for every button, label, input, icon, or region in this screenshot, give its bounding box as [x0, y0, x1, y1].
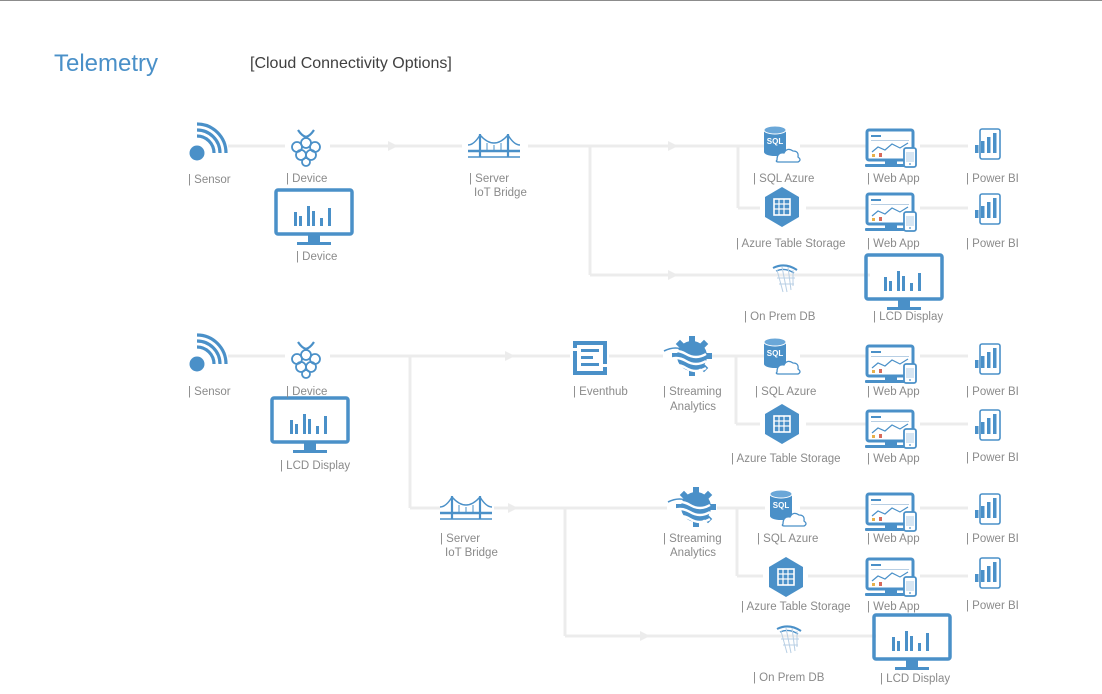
r2-webapp-label-1: | Web App [867, 386, 920, 398]
r3-lcd-label: | LCD Display [880, 673, 951, 685]
r1-onprem-label: | On Prem DB [744, 311, 816, 323]
r3-table-label: | Azure Table Storage [741, 601, 851, 613]
r1-onprem-db-icon [772, 264, 798, 293]
r2-sensor-icon [187, 333, 228, 374]
r1-sql-label: | SQL Azure [753, 173, 815, 185]
top-rule [0, 0, 1102, 1]
r3-powerbi-label-2: | Power BI [966, 600, 1019, 612]
r2-powerbi-icon-1 [974, 343, 1001, 375]
r1-webapp-label-1: | Web App [867, 173, 920, 185]
r2-sa-label: | Streaming [663, 386, 722, 398]
r2-table-storage-icon [764, 403, 800, 445]
r1-device-monitor-icon [274, 188, 354, 247]
r2-powerbi-icon-2 [974, 409, 1001, 441]
r1-lcd-label: | LCD Display [873, 311, 944, 323]
r3-bridge-label-2: IoT Bridge [445, 547, 498, 559]
r2-powerbi-label-1: | Power BI [966, 386, 1019, 398]
r2-lcd-label: | LCD Display [280, 460, 351, 472]
r3-onprem-db-icon [776, 625, 802, 654]
r2-powerbi-label-2: | Power BI [966, 452, 1019, 464]
r1-webapp-label-2: | Web App [867, 238, 920, 250]
r1-device2-label: | Device [296, 251, 338, 263]
r2-sensor-label: | Sensor [188, 386, 231, 398]
r1-sensor-label: | Sensor [188, 174, 231, 186]
r3-webapp-icon-2 [863, 557, 918, 598]
r1-bridge-icon [466, 132, 522, 159]
r2-webapp-icon-1 [863, 344, 918, 385]
r3-table-storage-icon [768, 556, 804, 598]
r2-webapp-icon-2 [863, 409, 918, 450]
r2-device-label: | Device [286, 386, 328, 398]
r1-powerbi-label-2: | Power BI [966, 238, 1019, 250]
r1-sensor-icon [187, 122, 228, 163]
r3-webapp-label-2: | Web App [867, 601, 920, 613]
r2-sa-label-2: Analytics [670, 401, 717, 413]
r2-lcd-monitor-icon [270, 396, 350, 455]
r1-powerbi-icon-1 [974, 128, 1001, 160]
r3-powerbi-label-1: | Power BI [966, 533, 1019, 545]
r2-table-label: | Azure Table Storage [731, 453, 841, 465]
r3-bridge-label: | Server [440, 533, 481, 545]
r3-webapp-icon-1 [863, 492, 918, 533]
r1-powerbi-label-1: | Power BI [966, 173, 1019, 185]
r2-eventhub-label: | Eventhub [573, 386, 628, 398]
r1-bridge-label: | Server [469, 173, 510, 185]
connector-lines [228, 144, 968, 638]
r2-sql-azure-icon [763, 337, 801, 375]
connector-arrows [388, 141, 678, 641]
r2-raspberry-pi-icon [290, 340, 322, 380]
r1-bridge-label-2: IoT Bridge [474, 187, 527, 199]
r2-eventhub-icon [571, 341, 609, 375]
r3-streaming-analytics-icon [666, 485, 718, 529]
r1-powerbi-icon-2 [974, 193, 1001, 225]
r1-lcd-monitor-icon [864, 253, 944, 312]
r2-sql-label: | SQL Azure [755, 386, 817, 398]
r1-table-storage-icon [764, 186, 800, 228]
r3-webapp-label-1: | Web App [867, 533, 920, 545]
r1-webapp-icon-1 [863, 128, 918, 169]
r3-sa-label-2: Analytics [670, 547, 717, 559]
r3-onprem-label: | On Prem DB [753, 672, 825, 684]
r3-bridge-icon [438, 494, 494, 521]
r1-webapp-icon-2 [863, 192, 918, 233]
page-subtitle: [Cloud Connectivity Options] [250, 55, 452, 72]
r1-device-label: | Device [286, 173, 328, 185]
r3-lcd-monitor-icon [872, 613, 952, 672]
r1-sql-azure-icon [763, 125, 801, 163]
r2-webapp-label-2: | Web App [867, 453, 920, 465]
r1-raspberry-pi-icon [290, 128, 322, 168]
r3-sa-label: | Streaming [663, 533, 722, 545]
r1-table-label: | Azure Table Storage [736, 238, 846, 250]
page-title: Telemetry [54, 50, 159, 77]
r3-sql-label: | SQL Azure [757, 533, 819, 545]
r3-powerbi-icon-1 [974, 493, 1001, 525]
r3-powerbi-icon-2 [974, 557, 1001, 589]
r2-streaming-analytics-icon [662, 334, 714, 378]
